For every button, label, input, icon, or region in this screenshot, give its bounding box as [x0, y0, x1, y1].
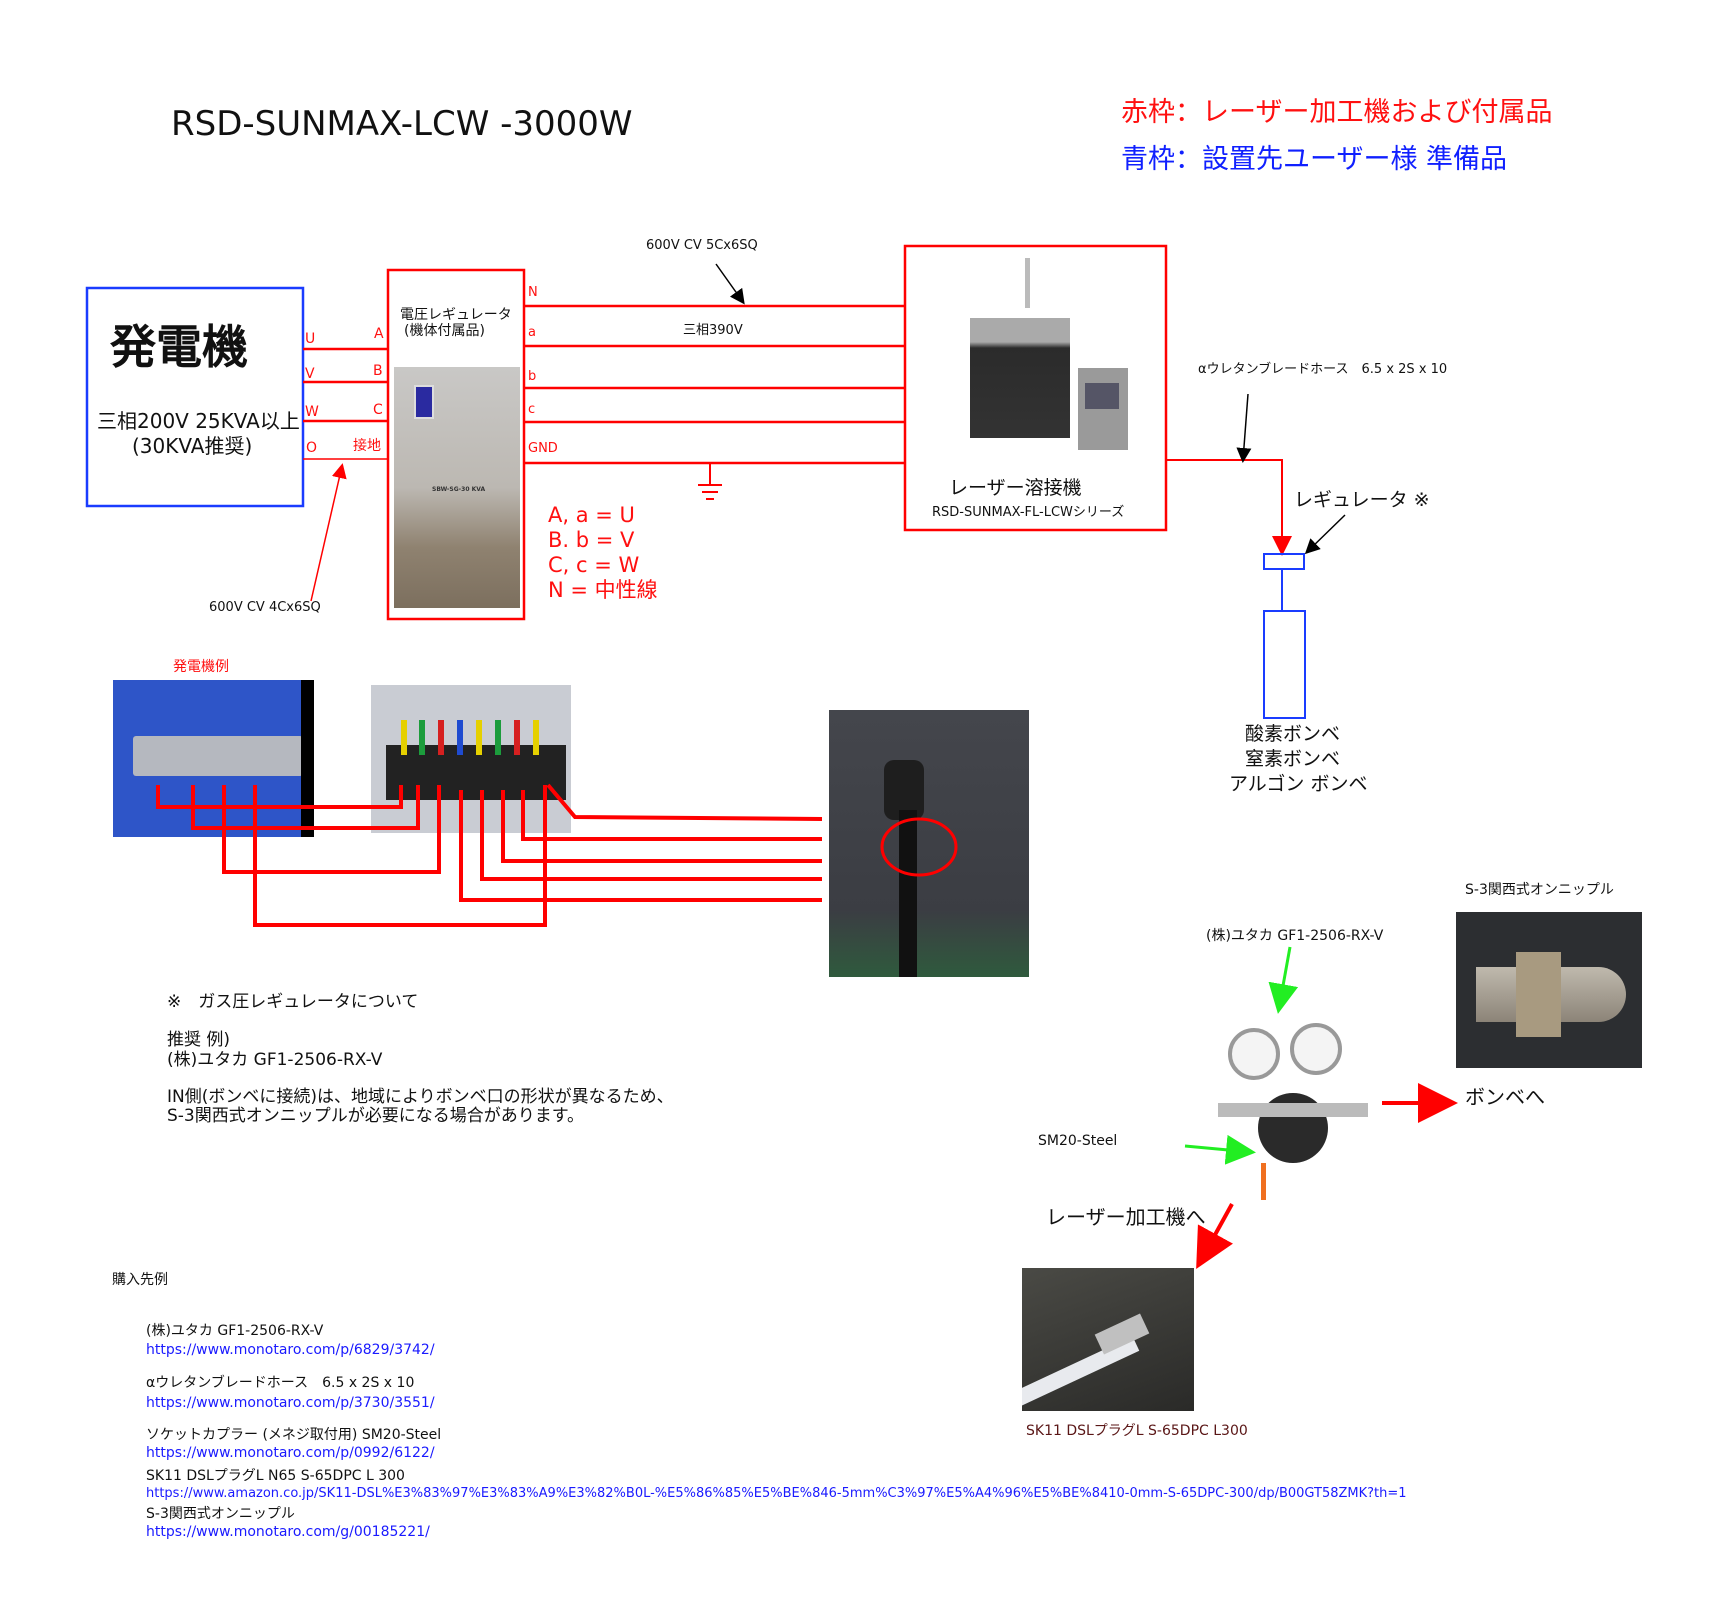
purchase-item-name: SK11 DSLプラグL N65 S-65DPC L 300: [146, 1468, 405, 1484]
purchase-item-name: ソケットカプラー (メネジ取付用) SM20-Steel: [146, 1427, 442, 1443]
gas-cylinder-symbol: [1263, 610, 1306, 719]
mapping-line: A, a = U: [548, 503, 635, 527]
generator-example-photo: [113, 680, 314, 837]
gas-regulator-label: レギュレータ ※: [1294, 489, 1430, 511]
regulator-terminal-photo: [371, 685, 571, 833]
input-b: B: [373, 363, 383, 379]
cylinder-label: 窒素ボンベ: [1245, 748, 1341, 770]
input-cable-label: 600V CV 4Cx6SQ: [209, 600, 321, 615]
terminal-u: U: [305, 331, 316, 347]
input-cable-arrow: [310, 463, 347, 602]
output-gnd: GND: [528, 441, 558, 456]
mapping-line: N = 中性線: [548, 578, 658, 602]
input-a: A: [374, 326, 384, 342]
ground-symbol: [698, 463, 722, 500]
terminal-v: V: [305, 366, 315, 382]
plug-caption: SK11 DSLプラグL S-65DPC L300: [1026, 1423, 1248, 1439]
note-title: ※ ガス圧レギュレータについて: [167, 992, 419, 1012]
input-ground: 接地: [353, 438, 381, 454]
output-cable-label: 600V CV 5Cx6SQ: [646, 238, 758, 253]
mapping-line: B. b = V: [548, 528, 635, 552]
generator-title: 発電機: [110, 320, 248, 374]
cabinet-model-label: SBW-SG-30 KVA: [432, 486, 486, 493]
regulator-model-arrow: [1268, 946, 1299, 1014]
gas-hose-line: [1166, 459, 1292, 556]
sk11-plug-photo: [1022, 1268, 1194, 1411]
output-n: N: [528, 285, 538, 300]
note-recommend: 推奨 例): [167, 1030, 231, 1050]
laser-welder-photo: [950, 258, 1140, 463]
regulator-label-arrow: [1304, 514, 1346, 555]
laser-series: RSD-SUNMAX-FL-LCWシリーズ: [932, 505, 1125, 520]
purchase-item-link[interactable]: https://www.monotaro.com/p/0992/6122/: [146, 1445, 435, 1461]
laser-name: レーザー溶接機: [949, 477, 1082, 499]
generator-recommend: (30KVA推奨): [132, 434, 253, 458]
to-laser-arrow: [1196, 1203, 1234, 1270]
note-text: S-3関西式オンニップルが必要になる場合があります。: [167, 1106, 585, 1126]
purchase-item-name: (株)ユタカ GF1-2506-RX-V: [146, 1323, 324, 1339]
terminal-o: O: [306, 440, 318, 456]
page-title: RSD-SUNMAX-LCW -3000W: [171, 104, 633, 144]
output-cable-lines: [524, 304, 905, 465]
hose-label: αウレタンブレードホース 6.5 x 2S x 10: [1198, 362, 1448, 377]
machine-hose-port-photo: [829, 710, 1029, 977]
output-cable-arrow: [715, 263, 745, 305]
s3-nipple-photo: [1456, 912, 1642, 1068]
gas-regulator-symbol: [1263, 553, 1305, 570]
purchase-item-name: S-3関西式オンニップル: [146, 1506, 295, 1522]
voltage-regulator-box: [386, 268, 526, 621]
input-c: C: [373, 402, 383, 418]
regulator-model-label: (株)ユタカ GF1-2506-RX-V: [1206, 928, 1384, 944]
output-c: c: [528, 402, 536, 417]
coupler-arrow: [1184, 1134, 1256, 1165]
note-text: IN側(ボンベに接続)は、地域によりボンベ口の形状が異なるため、: [167, 1087, 674, 1107]
output-b: b: [528, 369, 537, 384]
generator-spec: 三相200V 25KVA以上: [97, 409, 300, 433]
voltage-regulator-sublabel: (機体付属品): [404, 323, 485, 339]
output-voltage-label: 三相390V: [683, 323, 743, 338]
purchase-item-link[interactable]: https://www.monotaro.com/p/3730/3551/: [146, 1395, 435, 1411]
generator-example-label: 発電機例: [173, 659, 229, 675]
cylinder-label: 酸素ボンベ: [1245, 723, 1341, 745]
hose-label-arrow: [1236, 393, 1252, 463]
purchase-item-link[interactable]: https://www.monotaro.com/p/6829/3742/: [146, 1342, 435, 1358]
note-model: (株)ユタカ GF1-2506-RX-V: [167, 1050, 383, 1070]
generator-box: [85, 286, 305, 508]
cylinder-label: アルゴン ボンベ: [1229, 773, 1368, 795]
gas-regulator-photo: [1208, 1013, 1378, 1200]
legend-red: 赤枠：レーザー加工機および付属品: [1121, 97, 1553, 128]
terminal-w: W: [305, 404, 319, 420]
terminal-wiring-lines: [156, 783, 958, 927]
purchase-item-name: αウレタンブレードホース 6.5 x 2S x 10: [146, 1375, 415, 1391]
purchase-heading: 購入先例: [112, 1272, 168, 1288]
mapping-line: C, c = W: [548, 553, 640, 577]
coupler-label: SM20-Steel: [1038, 1133, 1118, 1149]
input-cable-lines: [303, 347, 388, 460]
output-a: a: [528, 325, 536, 340]
nipple-label: S-3関西式オンニップル: [1465, 882, 1614, 898]
voltage-regulator-label: 電圧レギュレータ: [400, 307, 512, 323]
purchase-item-link[interactable]: https://www.monotaro.com/g/00185221/: [146, 1524, 430, 1540]
purchase-item-link[interactable]: https://www.amazon.co.jp/SK11-DSL%E3%83%…: [146, 1486, 1407, 1501]
legend-blue: 青枠：設置先ユーザー様 準備品: [1121, 144, 1508, 175]
to-cylinder-label: ボンベへ: [1465, 1085, 1545, 1109]
voltage-regulator-cabinet-photo: SBW-SG-30 KVA: [394, 367, 520, 608]
to-laser-label: レーザー加工機へ: [1046, 1205, 1206, 1229]
